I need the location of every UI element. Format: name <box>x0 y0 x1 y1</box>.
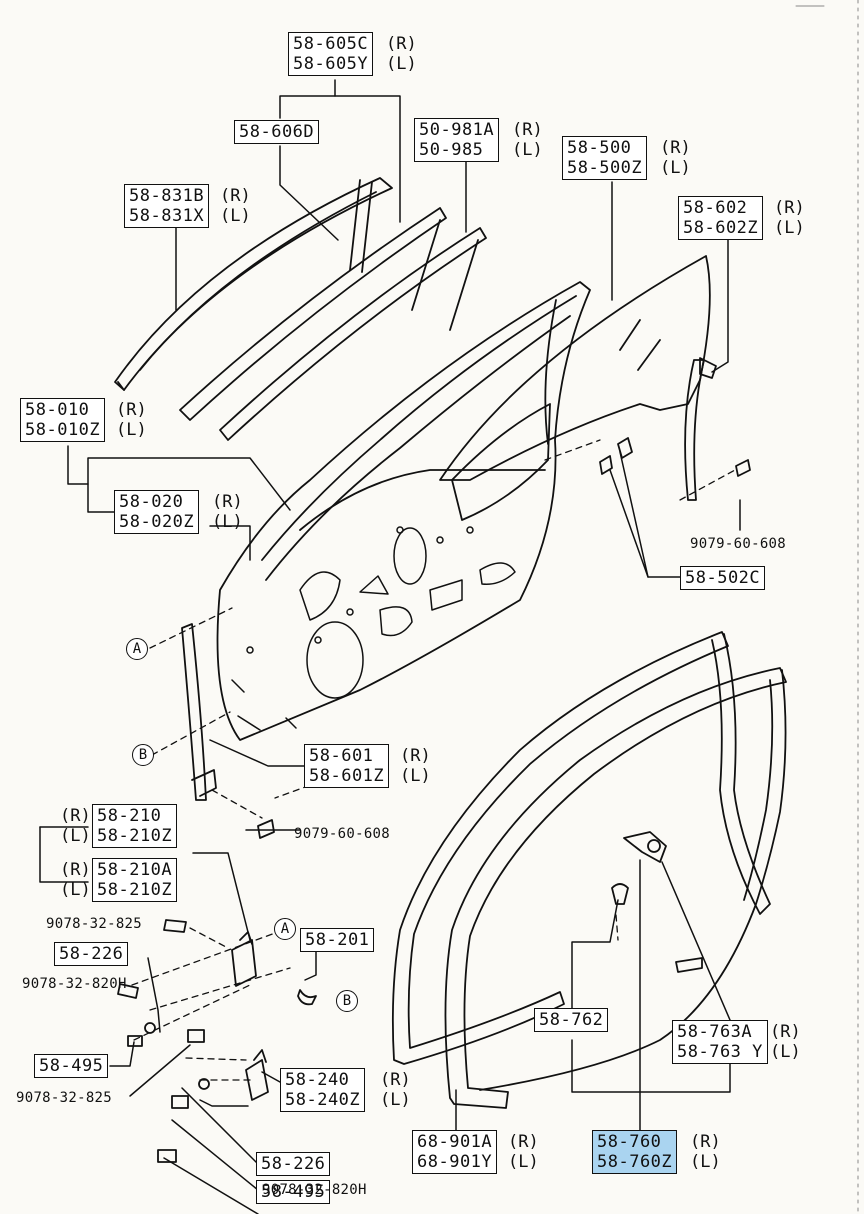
side-58-601: (R)(L) <box>400 746 431 786</box>
side-58-763: (R)(L) <box>770 1022 801 1062</box>
side-58-760: (R)(L) <box>690 1132 721 1172</box>
callout-58-606d: 58-606D <box>234 120 320 144</box>
glass-rail <box>684 357 717 501</box>
hinge-parts <box>117 819 317 1163</box>
front-edge-strip <box>181 623 217 801</box>
side-58-210: (R)(L) <box>60 806 91 846</box>
side-58-605: (R)(L) <box>386 34 417 74</box>
run-channels <box>114 177 487 441</box>
callout-58-502c: 58-502C <box>680 566 766 590</box>
side-58-010: (R)(L) <box>116 400 147 440</box>
side-58-210a: (R)(L) <box>60 860 91 900</box>
side-58-500: (R)(L) <box>660 138 691 178</box>
ref-circle-b-lower: B <box>336 990 358 1012</box>
callout-58-495-lower: 58-495 <box>256 1180 331 1204</box>
bolt-label-9079-60-608-upper: 9079-60-608 <box>690 536 787 552</box>
page-edge <box>795 0 859 1214</box>
ref-circle-a-upper: A <box>126 638 148 660</box>
ref-circle-a-lower: A <box>274 918 296 940</box>
side-58-831: (R)(L) <box>220 186 251 226</box>
side-58-240: (R)(L) <box>380 1070 411 1110</box>
callout-58-226-upper: 58-226 <box>54 942 129 966</box>
bolt-label-9078-32-820h-upper: 9078-32-820H <box>22 976 127 992</box>
side-68-901: (R)(L) <box>508 1132 539 1172</box>
callout-58-762: 58-762 <box>534 1008 609 1032</box>
side-58-020: (R)(L) <box>212 492 243 532</box>
bolt-label-9079-60-608-lower: 9079-60-608 <box>294 826 391 842</box>
ref-circle-b-upper: B <box>132 744 154 766</box>
check-clip <box>611 831 667 905</box>
bolt-label-9078-32-820h-lower: 9078-32-820H <box>262 1182 367 1198</box>
bolt-label-9078-32-825-lower: 9078-32-825 <box>16 1090 113 1106</box>
weatherstrips <box>391 631 787 1109</box>
door-panel-openings <box>231 526 516 731</box>
bolt-label-9078-32-825-upper: 9078-32-825 <box>46 916 143 932</box>
callout-58-226-lower: 58-226 <box>256 1152 331 1176</box>
door-frame <box>216 281 591 741</box>
side-50-981: (R)(L) <box>512 120 543 160</box>
side-58-602: (R)(L) <box>774 198 805 238</box>
callout-58-495-upper: 58-495 <box>34 1054 109 1078</box>
door-glass <box>439 255 711 481</box>
assembly-dashes <box>131 439 736 1081</box>
glass-clips <box>599 437 751 477</box>
callout-58-201: 58-201 <box>300 928 375 952</box>
leader-lines <box>39 79 741 1214</box>
